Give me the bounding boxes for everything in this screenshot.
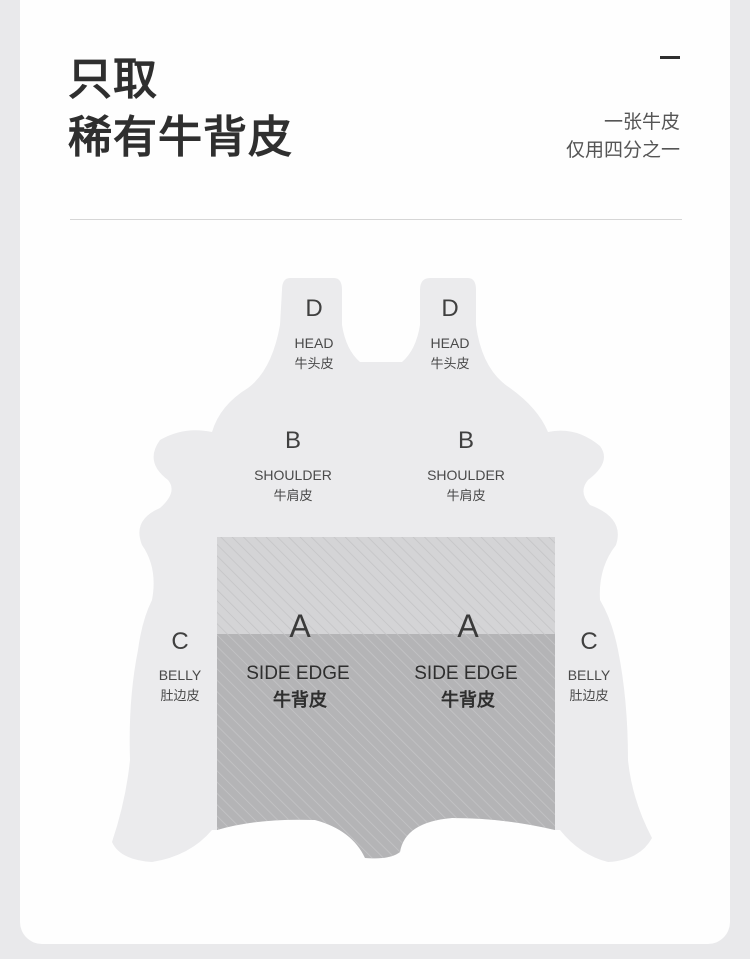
divider-line [70, 219, 682, 220]
back-left-en: SIDE EDGE [246, 663, 349, 684]
shoulder-right-cn: 牛肩皮 [446, 488, 485, 504]
headline-line-2: 稀有牛背皮 [68, 112, 293, 163]
shoulder-left-letter: B [285, 427, 301, 454]
head-left-letter: D [305, 295, 322, 322]
belly-right-cn: 肚边皮 [569, 689, 608, 704]
belly-right-letter: C [580, 628, 597, 655]
back-right-cn: 牛背皮 [441, 689, 495, 711]
head-right-en: HEAD [431, 335, 470, 351]
subtitle-line-1: 一张牛皮 [603, 111, 680, 133]
back-left-letter: A [289, 608, 311, 644]
subtitle-line-2: 仅用四分之一 [565, 139, 680, 161]
head-right-letter: D [441, 295, 458, 322]
belly-left-letter: C [171, 628, 188, 655]
belly-left-cn: 肚边皮 [160, 689, 199, 704]
belly-left-en: BELLY [159, 667, 202, 683]
shoulder-right-en: SHOULDER [427, 467, 505, 483]
back-right-en: SIDE EDGE [414, 663, 517, 684]
belly-right-en: BELLY [568, 667, 611, 683]
head-left-cn: 牛头皮 [294, 357, 333, 372]
shoulder-right-letter: B [458, 427, 474, 454]
back-zone-hatching [217, 537, 555, 859]
accent-dash [660, 56, 680, 59]
shoulder-left-en: SHOULDER [254, 467, 332, 483]
head-left-en: HEAD [295, 335, 334, 351]
head-right-cn: 牛头皮 [430, 357, 469, 372]
back-left-cn: 牛背皮 [273, 689, 327, 711]
back-right-letter: A [457, 608, 479, 644]
shoulder-left-cn: 牛肩皮 [273, 488, 312, 504]
headline-line-1: 只取 [68, 54, 158, 105]
